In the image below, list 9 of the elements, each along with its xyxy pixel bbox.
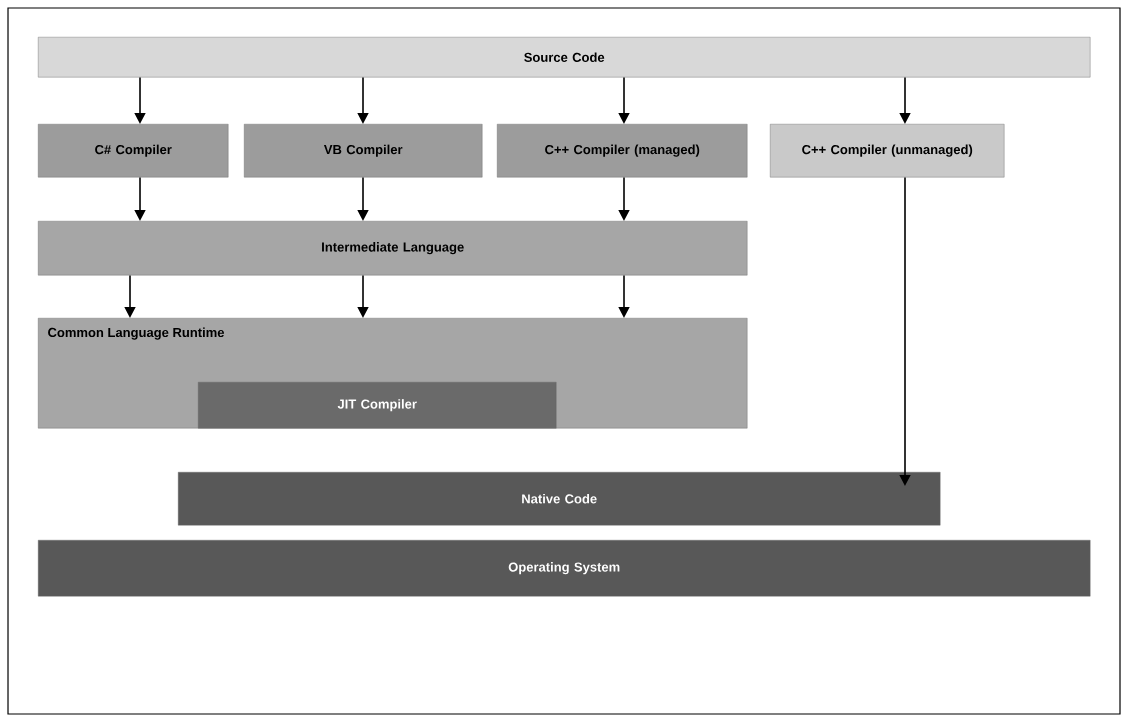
compiler-box: VB Compiler [244,124,483,178]
compiler-box: C# Compiler [38,124,229,178]
jit-compiler-box: JIT Compiler [198,382,557,429]
native-code-bar: Native Code [178,472,941,526]
language-band: Intermediate Language [38,221,748,276]
source-code-bar: Source Code [38,37,1091,78]
compiler-box: C++ Compiler (managed) [497,124,748,178]
operating-system-bar: Operating System [38,540,1091,597]
compiler-box: C++ Compiler (unmanaged) [770,124,1005,178]
